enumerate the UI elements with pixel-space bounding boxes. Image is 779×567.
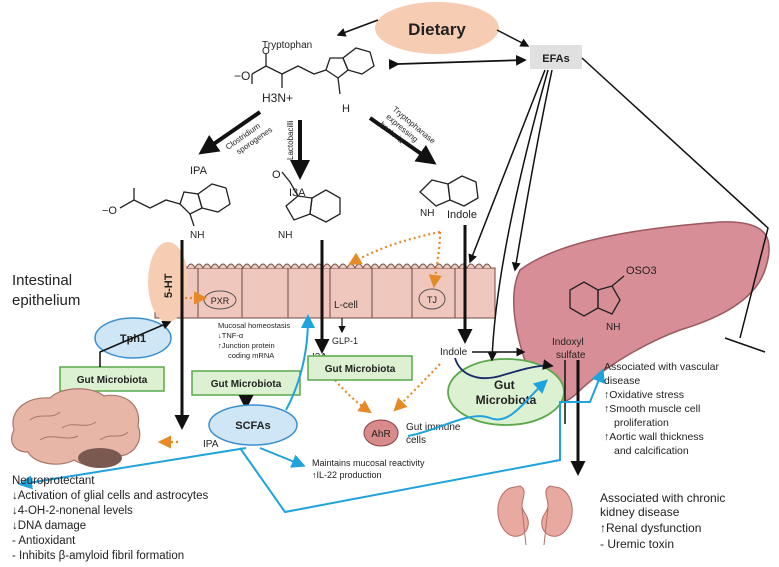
tryptophanase-arrow bbox=[368, 116, 437, 165]
tj-label: TJ bbox=[427, 295, 437, 305]
mucosal-text: Mucosal homeostasis ↓TNF-α ↑Junction pro… bbox=[218, 321, 292, 360]
scfas-ellipse bbox=[208, 404, 298, 446]
i3a-structure bbox=[281, 171, 341, 223]
gut-microbiota-box-left bbox=[59, 366, 165, 392]
gut-microbiota-box-mid bbox=[191, 370, 301, 396]
lcell-label: L-cell bbox=[334, 300, 358, 311]
clostridium-arrow bbox=[198, 110, 262, 155]
neuro-text: Neuroprotectant ↓Activation of glial cel… bbox=[12, 475, 211, 562]
carboxylate-o: O bbox=[262, 46, 270, 57]
reactivity-text: Maintains mucosal reactivity ↑IL-22 prod… bbox=[312, 458, 427, 480]
ipa-label: IPA bbox=[190, 165, 208, 177]
tryptophanase-label: Tryptophanase expressing bacteria bbox=[378, 105, 439, 163]
tryptophan-efas-double-arrow bbox=[388, 54, 527, 70]
gut-microbiota-left-label: Gut Microbiota bbox=[77, 375, 148, 386]
tryptophan-nh: H bbox=[342, 103, 350, 115]
tph1-label: Tph1 bbox=[120, 333, 146, 345]
clostridium-label: Clostridium sporogenes bbox=[224, 117, 274, 160]
indoxyl-structure bbox=[569, 275, 625, 317]
tryptophan-structure bbox=[251, 47, 375, 95]
i3a-nh: NH bbox=[278, 230, 292, 241]
tryptophan-label: Tryptophan bbox=[262, 40, 312, 51]
microbiota-to-5ht-arrow bbox=[99, 320, 172, 367]
vascular-text: Associated with vascular disease ↑Oxidat… bbox=[604, 361, 722, 457]
efas-box bbox=[530, 45, 582, 69]
ahr-label: AhR bbox=[371, 429, 390, 440]
5ht-label: 5-HT bbox=[163, 273, 175, 298]
dietary-to-efas-arrow bbox=[496, 29, 530, 47]
efas-lines bbox=[468, 57, 769, 362]
indole-label: Indole bbox=[447, 209, 477, 221]
orange-dotted-arrows bbox=[157, 230, 442, 449]
tryptophan-amine: H3N+ bbox=[262, 91, 293, 105]
glp1-label: GLP-1 bbox=[332, 336, 358, 346]
dietary-to-tryptophan-arrow bbox=[336, 19, 379, 37]
indole-curve-to-liver bbox=[454, 357, 554, 380]
dietary-ellipse bbox=[375, 2, 499, 54]
dietary-label: Dietary bbox=[408, 20, 466, 39]
indoxyl-label: Indoxyl sulfate bbox=[552, 337, 586, 361]
efas-label: EFAs bbox=[542, 53, 570, 65]
ipa-lower-label: IPA bbox=[203, 439, 219, 450]
carboxylate-minus: −O bbox=[234, 69, 250, 83]
lactobacilli-label: Lactobacilli bbox=[286, 120, 295, 160]
ipa-o-minus: −O bbox=[102, 205, 117, 217]
gut-microbiota-ellipse-label: Gut Microbiota bbox=[476, 378, 537, 407]
kidney-icon bbox=[497, 485, 573, 546]
kidney-text: Associated with chronic kidney disease ↑… bbox=[600, 491, 729, 551]
cyan-lines bbox=[18, 314, 605, 514]
scfas-label: SCFAs bbox=[235, 420, 270, 432]
indoxyl-oso3: OSO3 bbox=[626, 265, 657, 277]
brain-icon bbox=[11, 388, 141, 468]
gut-microbiota-right-label: Gut Microbiota bbox=[325, 364, 396, 375]
indole-lower-label: Indole bbox=[440, 347, 468, 358]
gut-immune-label: Gut immune cells bbox=[406, 422, 463, 446]
ipa-structure bbox=[119, 183, 231, 227]
tj-ellipse bbox=[418, 288, 446, 310]
i3a-o: O bbox=[272, 169, 281, 181]
gut-microbiota-ellipse bbox=[447, 358, 565, 426]
ahr-ellipse bbox=[363, 419, 399, 447]
epithelial-cells bbox=[154, 263, 496, 319]
pxr-label: PXR bbox=[211, 296, 230, 306]
5ht-ellipse bbox=[148, 242, 188, 322]
epithelium-label: Intestinal epithelium bbox=[12, 272, 80, 309]
ipa-nh: NH bbox=[190, 230, 204, 241]
indole-nh: NH bbox=[420, 208, 434, 219]
indole-structure bbox=[419, 175, 479, 207]
gut-microbiota-mid-label: Gut Microbiota bbox=[211, 379, 282, 390]
indoxyl-nh: NH bbox=[606, 322, 620, 333]
gut-microbiota-box-right bbox=[307, 355, 413, 381]
